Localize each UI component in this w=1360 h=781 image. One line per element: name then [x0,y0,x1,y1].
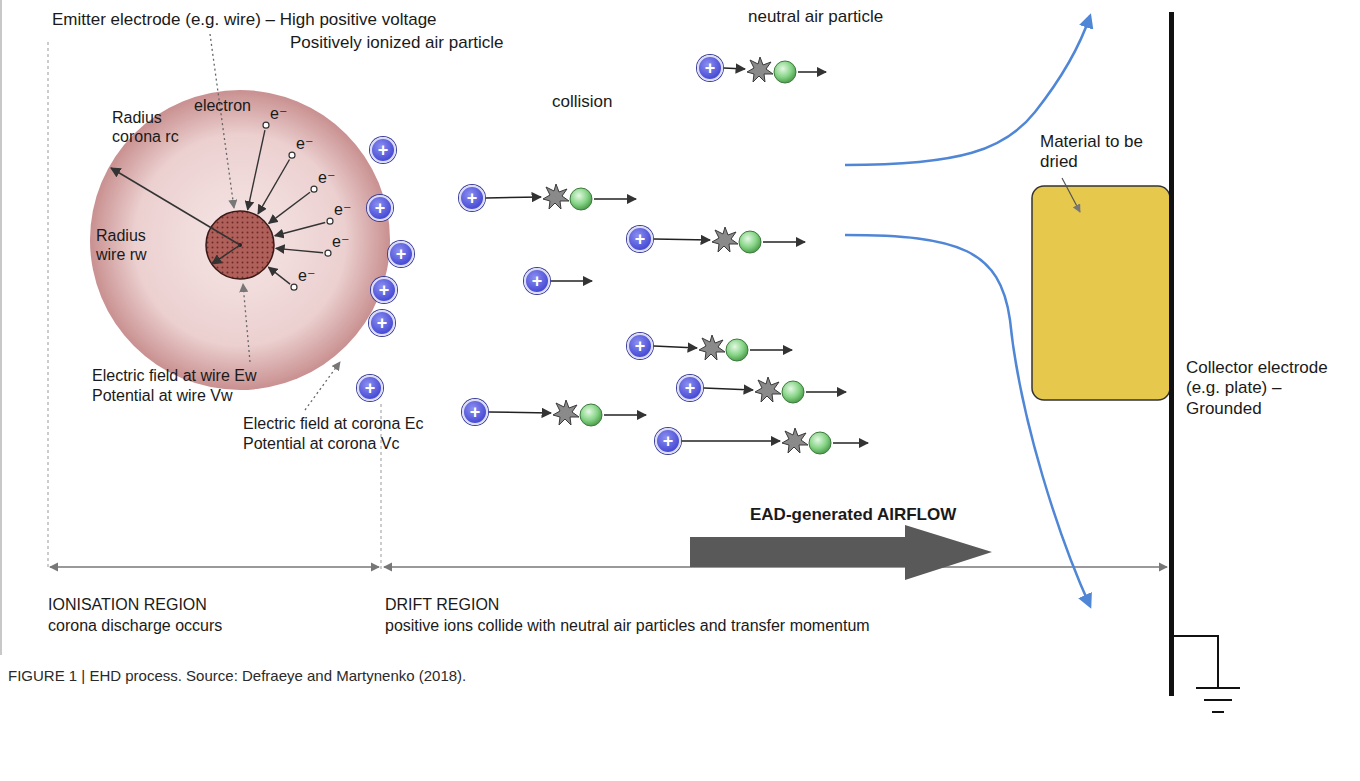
annotation-label: Positively ionized air particle [290,33,504,53]
ion-sign: + [685,379,696,397]
annotation-label: Potential at corona Vc [243,434,400,453]
positive-ion: + [655,428,681,454]
figure-caption: FIGURE 1 | EHD process. Source: Defraeye… [8,667,466,685]
corona-label: electron [194,96,251,115]
ion-sign: + [467,189,478,207]
annotation-label: EAD-generated AIRFLOW [750,505,956,525]
positive-ion: + [524,268,550,294]
ion-sign: + [377,314,388,332]
ion-sign: + [396,245,407,263]
electron-symbol: e⁻ [318,168,335,187]
annotation-label: collision [552,92,612,112]
ion-sign: + [635,337,646,355]
electron-dot [291,284,297,290]
annotation-label: Potential at wire Vw [92,386,233,405]
electron-dot [289,152,295,158]
electron-arrow [268,267,290,284]
electron-arrow [275,222,325,235]
electron-symbol: e⁻ [332,232,349,251]
positive-ion: + [697,55,723,81]
annotation-label: corona discharge occurs [48,616,222,635]
corona-region: Radius corona rcelectron e⁻ e⁻ e⁻ e⁻ e⁻ e⁻ Radi… [90,90,390,390]
electron-arrow [248,130,265,210]
positive-ion: + [369,310,395,336]
annotation-label: Emitter electrode (e.g. wire) – High pos… [52,10,437,30]
annotation-label: Material to be dried [1040,132,1144,173]
positive-ion: + [371,277,397,303]
ion-sign: + [532,272,543,290]
positive-ion: + [367,195,393,221]
annotation-label: DRIFT REGION [385,595,499,614]
electron-arrow [258,160,289,214]
ion-sign: + [378,141,389,159]
positive-ion: + [627,226,653,252]
annotation-label: neutral air particle [748,7,883,27]
corona-label: Radius corona rc [112,108,204,146]
annotation-label: Electric field at wire Ew [92,366,257,385]
positive-ion: + [459,185,485,211]
annotation-label: Electric field at corona Ec [243,414,424,433]
positive-ion: + [357,375,383,401]
ion-sign: + [663,432,674,450]
corona-label: Radius wire rw [96,226,176,264]
ion-sign: + [379,281,390,299]
ion-sign: + [705,59,716,77]
electron-symbol: e⁻ [298,266,315,285]
electron-dot [327,218,333,224]
electron-dot [311,186,317,192]
positive-ion: + [677,375,703,401]
ion-sign: + [470,403,481,421]
annotation-label: Collector electrode (e.g. plate) – Groun… [1186,358,1338,419]
ion-sign: + [635,230,646,248]
electron-dot [263,122,269,128]
electron-dot [325,250,331,256]
electron-arrow [276,248,323,252]
ion-sign: + [375,199,386,217]
positive-ion: + [627,333,653,359]
electron-symbol: e⁻ [296,134,313,153]
annotation-label: IONISATION REGION [48,595,207,614]
positive-ion: + [462,399,488,425]
positive-ion: + [388,241,414,267]
electron-arrow [269,192,310,223]
annotation-label: positive ions collide with neutral air p… [385,616,870,635]
electron-symbol: e⁻ [334,200,351,219]
ion-sign: + [365,379,376,397]
electron-symbol: e⁻ [270,104,287,123]
positive-ion: + [370,137,396,163]
